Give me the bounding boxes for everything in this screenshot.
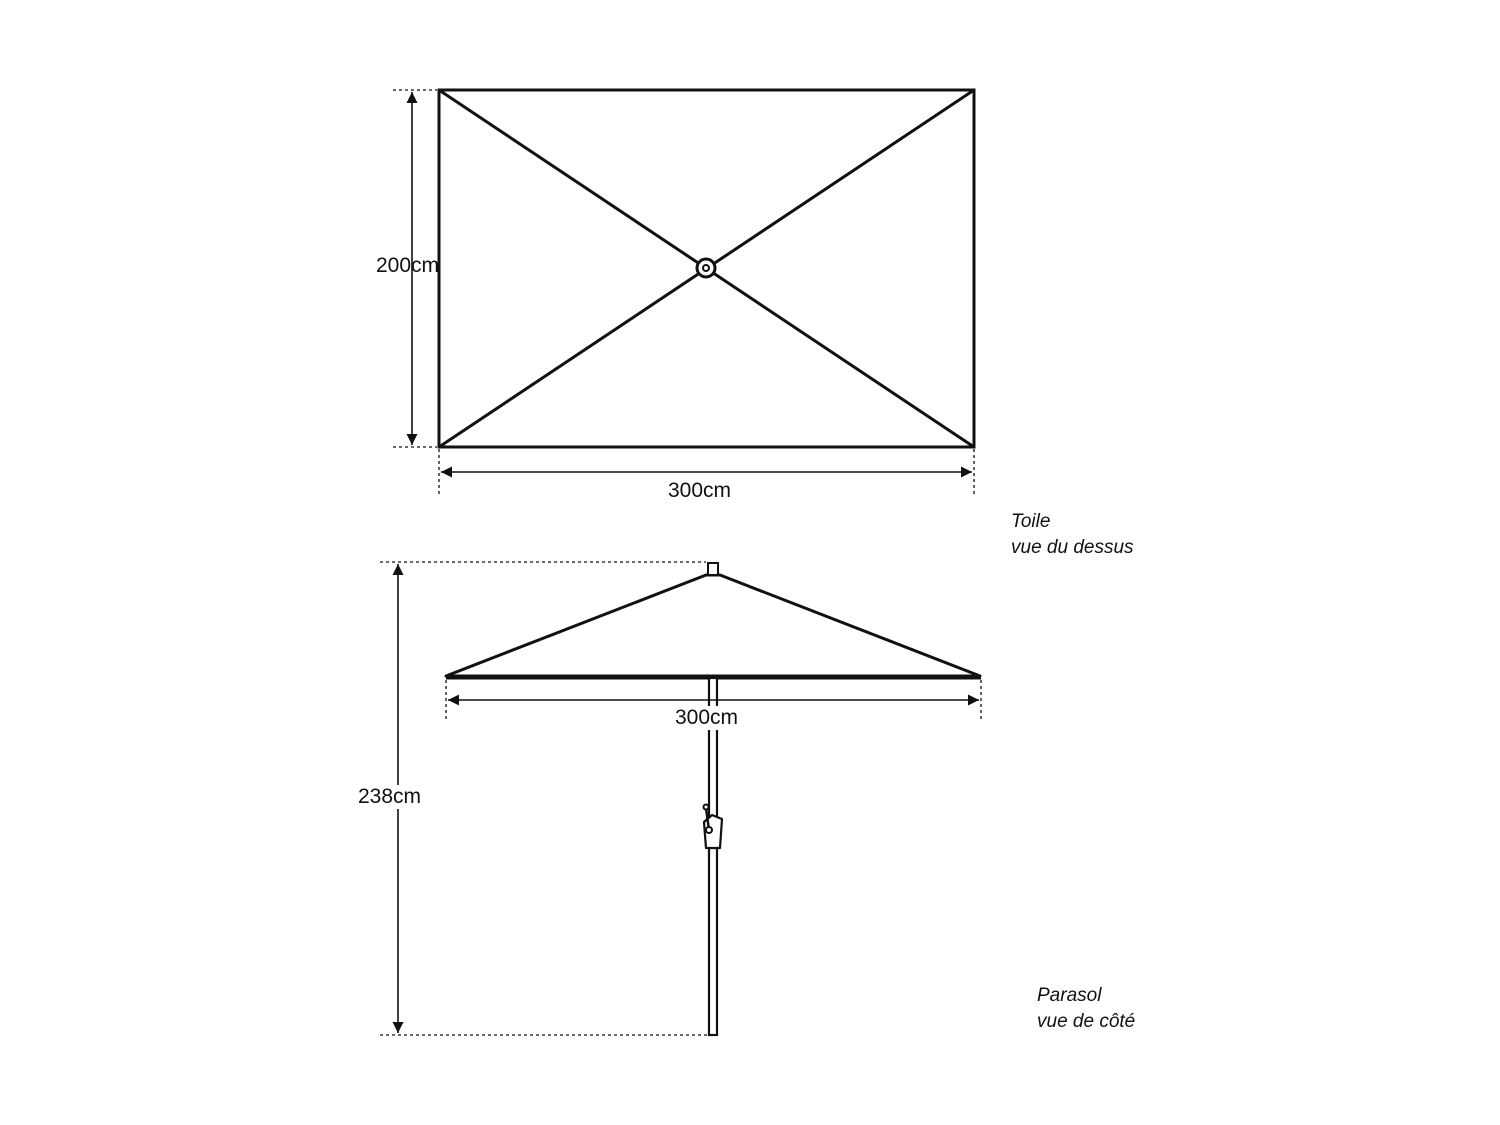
side-view	[380, 561, 982, 1037]
top-caption-line1: Toile	[1011, 511, 1051, 532]
canopy-outline	[437, 88, 976, 449]
side-width-label: 300cm	[675, 706, 739, 730]
canopy-profile	[444, 573, 982, 678]
top-width-label: 300cm	[668, 479, 732, 502]
side-caption-line1: Parasol	[1037, 985, 1102, 1006]
top-caption-line2: vue du dessus	[1011, 537, 1134, 558]
hub-inner	[702, 264, 710, 272]
finial	[707, 562, 719, 576]
crank-handle	[702, 803, 724, 850]
side-caption-line2: vue de côté	[1037, 1011, 1136, 1032]
top-height-label: 200cm	[376, 254, 440, 277]
pole	[707, 676, 719, 1037]
top-view	[393, 88, 976, 494]
side-height-label: 238cm	[358, 785, 422, 809]
